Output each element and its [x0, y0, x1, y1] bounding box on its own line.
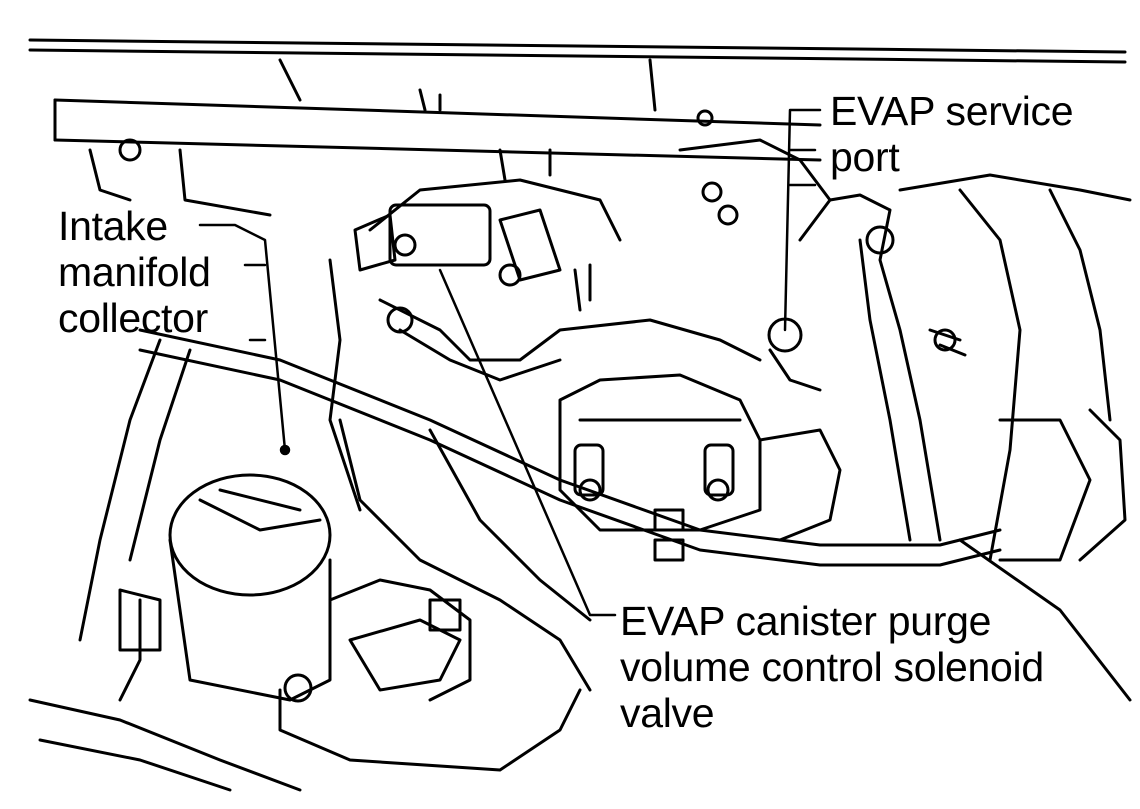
- reservoir-and-bracket: [28, 338, 592, 792]
- leader-lines: [198, 108, 822, 617]
- evap-service-port-label: EVAP service port: [830, 88, 1074, 180]
- throttle-body-assembly: [328, 178, 842, 542]
- intake-manifold-collector-label: Intake manifold collector: [58, 203, 211, 341]
- intake-manifold-line3: collector: [58, 295, 208, 341]
- intake-manifold-line1: Intake: [58, 203, 168, 249]
- vacuum-hose: [138, 328, 1002, 567]
- purge-valve-line1: EVAP canister purge: [620, 598, 992, 644]
- leader-purge-valve: [438, 268, 617, 617]
- leader-evap-service-port: [783, 108, 822, 332]
- right-side-components: [678, 138, 1132, 702]
- evap-service-port-line1: EVAP service: [830, 88, 1074, 134]
- evap-service-port-line2: port: [830, 134, 900, 180]
- leader-intake-manifold: [198, 223, 287, 452]
- purge-valve-line2: volume control solenoid: [620, 644, 1044, 690]
- intake-manifold-line2: manifold: [58, 249, 211, 295]
- purge-solenoid-valve-label: EVAP canister purge volume control solen…: [620, 598, 1044, 736]
- purge-valve-line3: valve: [620, 690, 715, 736]
- upper-frame-rails: [28, 38, 1127, 217]
